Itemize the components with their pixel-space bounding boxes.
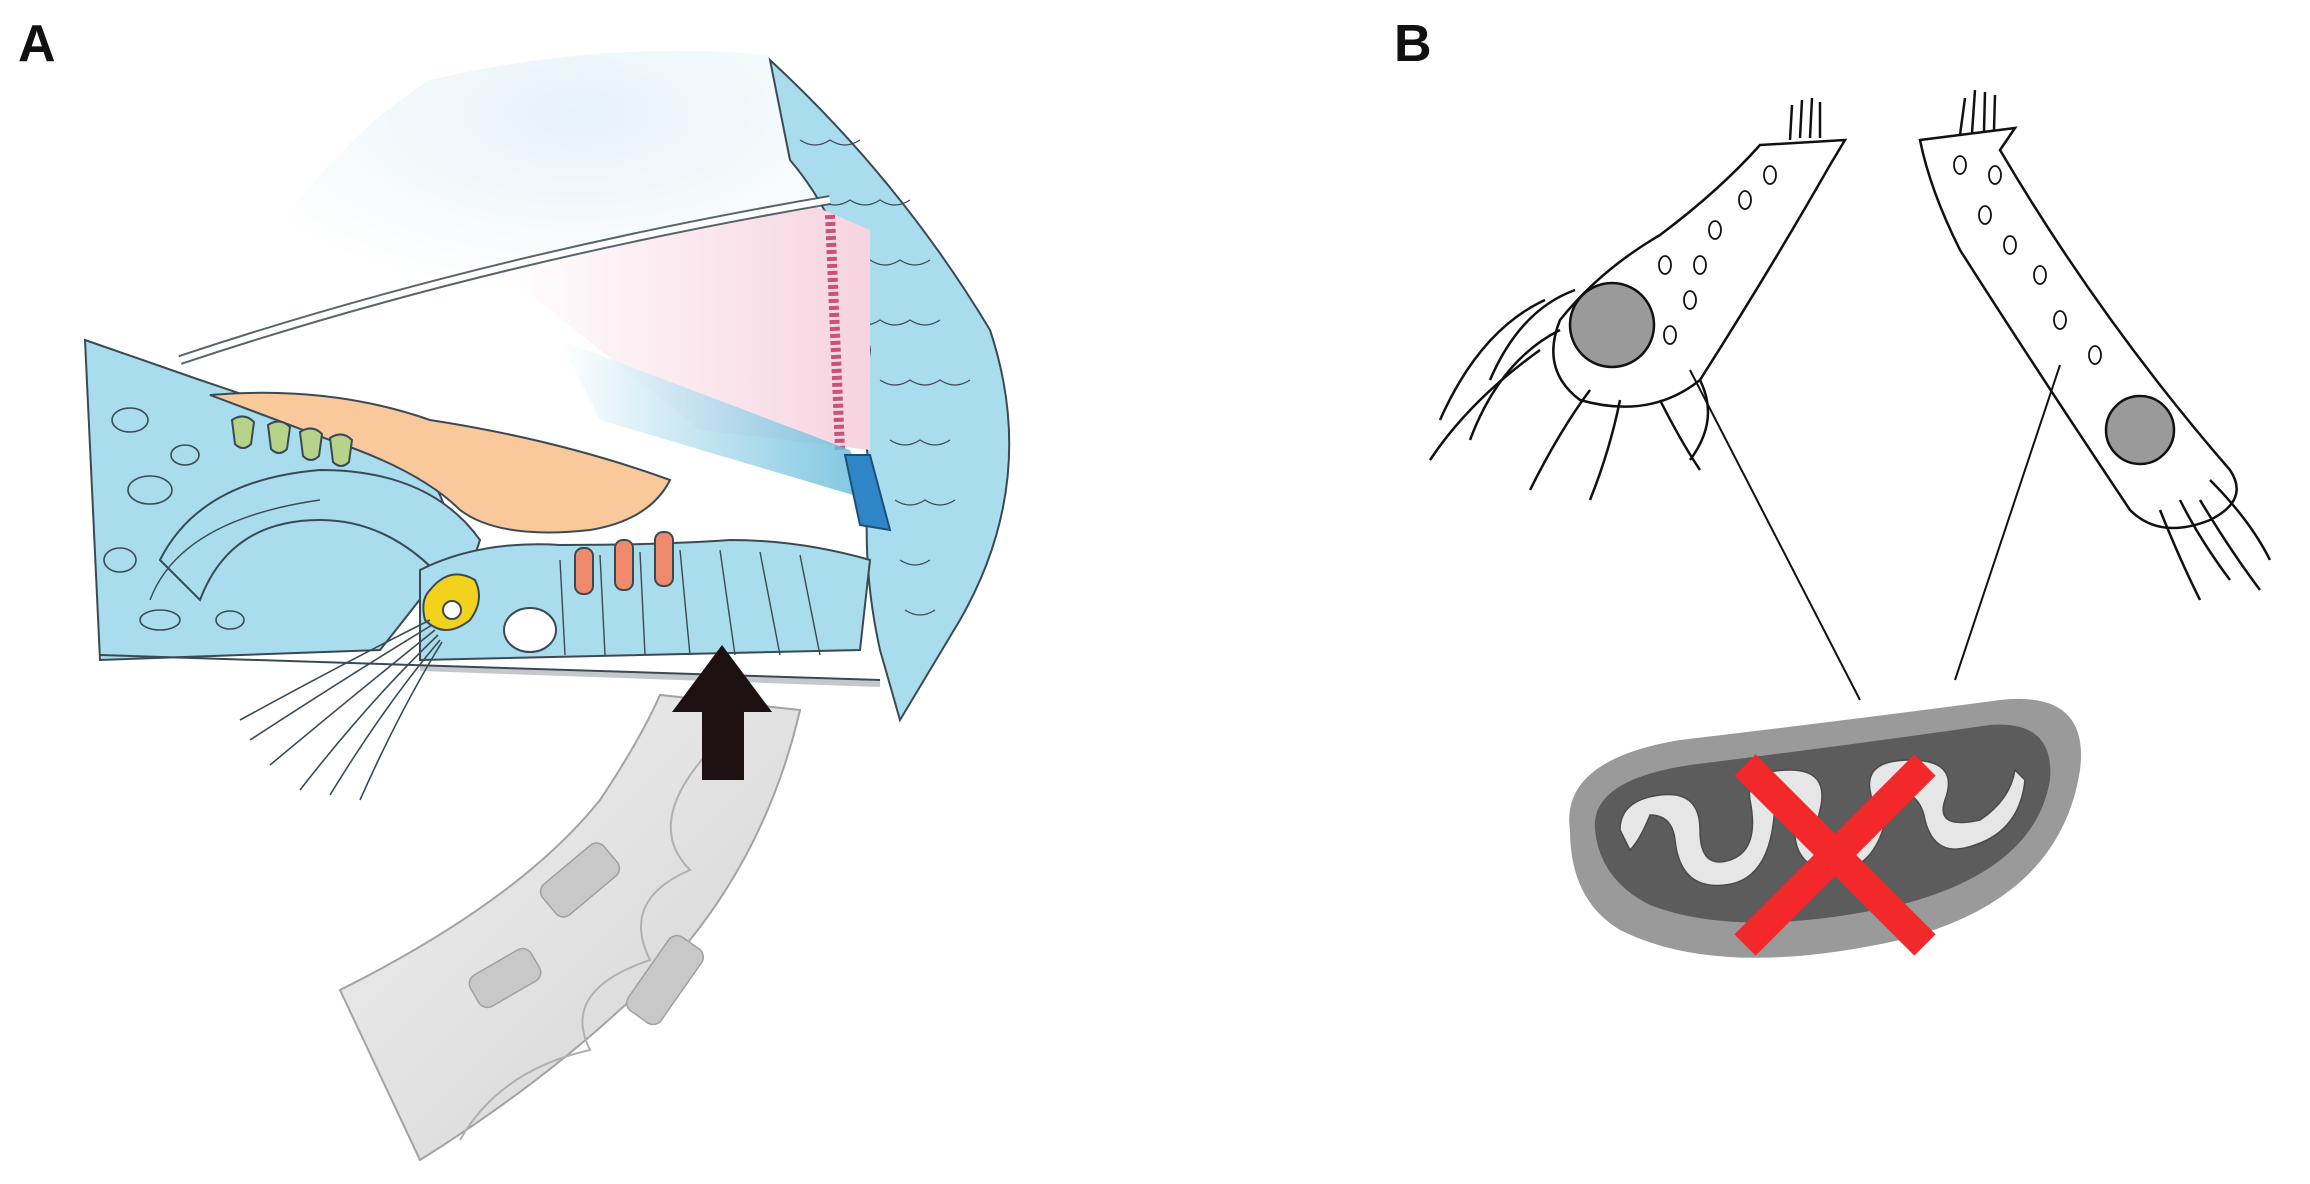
supporting-cells xyxy=(559,549,821,656)
mitochondrion-cristae xyxy=(1619,759,2026,887)
basilar-membrane xyxy=(99,654,881,681)
panel-label-b: B xyxy=(1394,15,1432,73)
inner-hair-cell xyxy=(422,573,480,631)
red-x-icon xyxy=(1734,754,1936,956)
outer-hair-cells xyxy=(574,531,674,595)
type-ii-nucleus xyxy=(2104,394,2176,466)
panel-label-a: A xyxy=(18,15,56,73)
electrode-contacts xyxy=(468,842,705,1026)
spiral-prominence xyxy=(843,454,892,532)
scala-media-band xyxy=(560,340,870,500)
type-i-hair-cell xyxy=(1428,97,1848,501)
limbus-cell-texture xyxy=(103,407,245,631)
type-i-nucleus xyxy=(1568,281,1656,369)
panel-b-illustration xyxy=(1428,89,2272,958)
up-arrow-icon xyxy=(672,645,772,780)
inner-sulcus-cells xyxy=(158,468,482,603)
tunnel-of-corti xyxy=(503,607,557,653)
cochlear-implant-electrode xyxy=(338,693,802,1162)
electrode-wire xyxy=(459,739,721,1141)
auditory-nerve-fibers xyxy=(239,619,443,801)
scala-vestibuli-faded xyxy=(200,50,830,360)
stria-vascularis xyxy=(500,200,870,450)
stria-epithelium xyxy=(825,214,845,451)
type-ii-mitochondria xyxy=(1953,155,2102,365)
ligament-cell-texture xyxy=(799,139,971,616)
interdental-cells xyxy=(230,415,354,467)
pointer-line-type-i xyxy=(1689,369,1861,701)
type-ii-hair-cell xyxy=(1918,89,2272,601)
pointer-line-type-ii xyxy=(1954,364,2061,681)
panel-a-cochlea-illustration xyxy=(83,50,1011,1162)
type-i-mitochondria xyxy=(1658,165,1777,345)
tectorial-membrane xyxy=(209,391,672,534)
